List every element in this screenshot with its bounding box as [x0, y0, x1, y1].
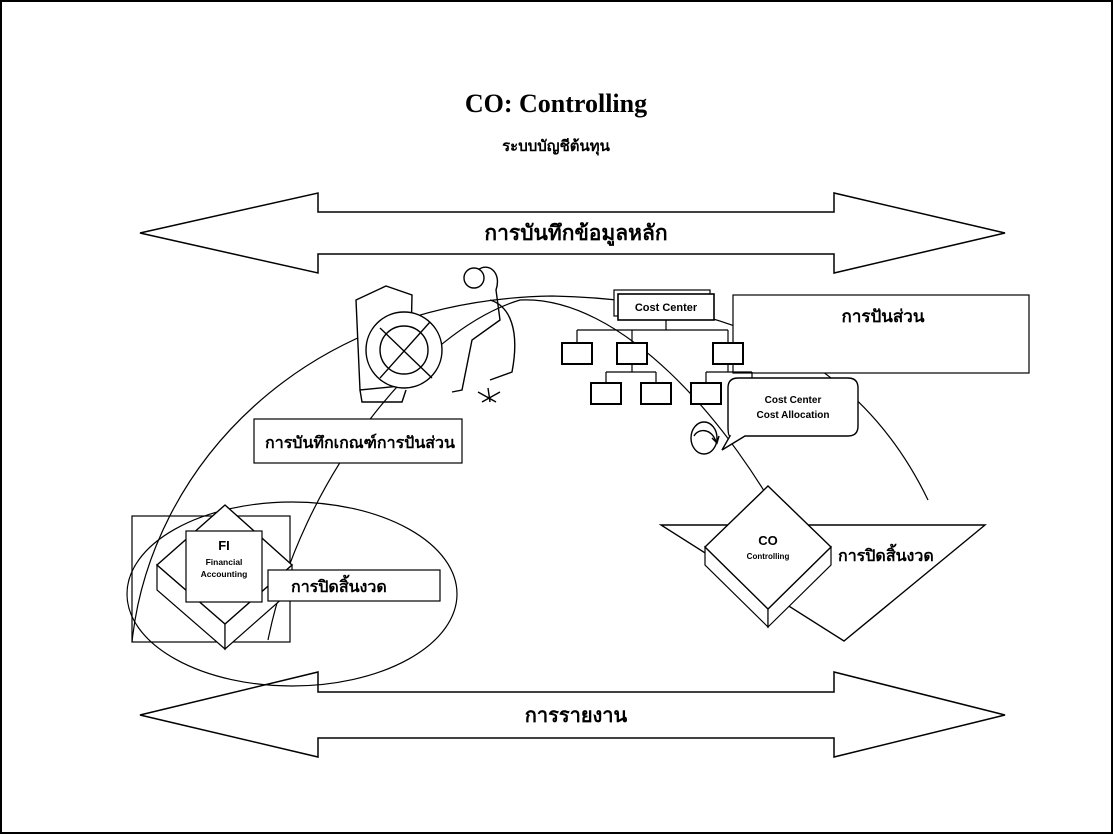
fi-module-name-line2: Accounting	[201, 569, 248, 579]
org-node	[616, 342, 648, 365]
org-node	[590, 382, 622, 405]
org-node	[561, 342, 593, 365]
co-module-code: CO	[758, 533, 778, 548]
master-data-arrow	[139, 192, 1006, 274]
period-close-right-label: การปิดสิ้นงวด	[838, 543, 934, 565]
org-connectors	[576, 320, 753, 383]
period-close-left-label: การปิดสิ้นงวด	[291, 574, 387, 596]
allocation-rule-box	[253, 418, 463, 464]
left-module-ellipse	[126, 501, 458, 687]
allocation-label: การปันส่วน	[842, 307, 925, 327]
callout-line-1: Cost Center	[765, 395, 822, 406]
slide-title: CO: Controlling	[465, 89, 647, 118]
allocation-box	[732, 294, 1030, 374]
org-node	[690, 382, 722, 405]
cost-allocation-callout	[721, 377, 859, 451]
user-workstation-icon	[355, 266, 516, 403]
fi-module-code: FI	[218, 538, 230, 553]
reporting-arrow-label: การรายงาน	[525, 703, 628, 727]
org-root-label: Cost Center	[635, 302, 698, 314]
co-module-top	[703, 485, 833, 610]
fi-module-name-line1: Financial	[206, 557, 243, 567]
period-close-left-box	[267, 569, 441, 602]
slide-subtitle: ระบบบัญชีต้นทุน	[502, 137, 611, 156]
master-data-arrow-label: การบันทึกข้อมูลหลัก	[484, 221, 667, 247]
cycle-icon	[690, 421, 720, 455]
inner-arc	[267, 299, 793, 641]
fi-label-box	[185, 530, 263, 603]
org-node	[640, 382, 672, 405]
allocation-rule-label: การบันทึกเกณฑ์การปันส่วน	[265, 433, 455, 452]
callout-line-2: Cost Allocation	[757, 410, 830, 421]
org-node	[712, 342, 744, 365]
co-module-name: Controlling	[747, 552, 790, 561]
